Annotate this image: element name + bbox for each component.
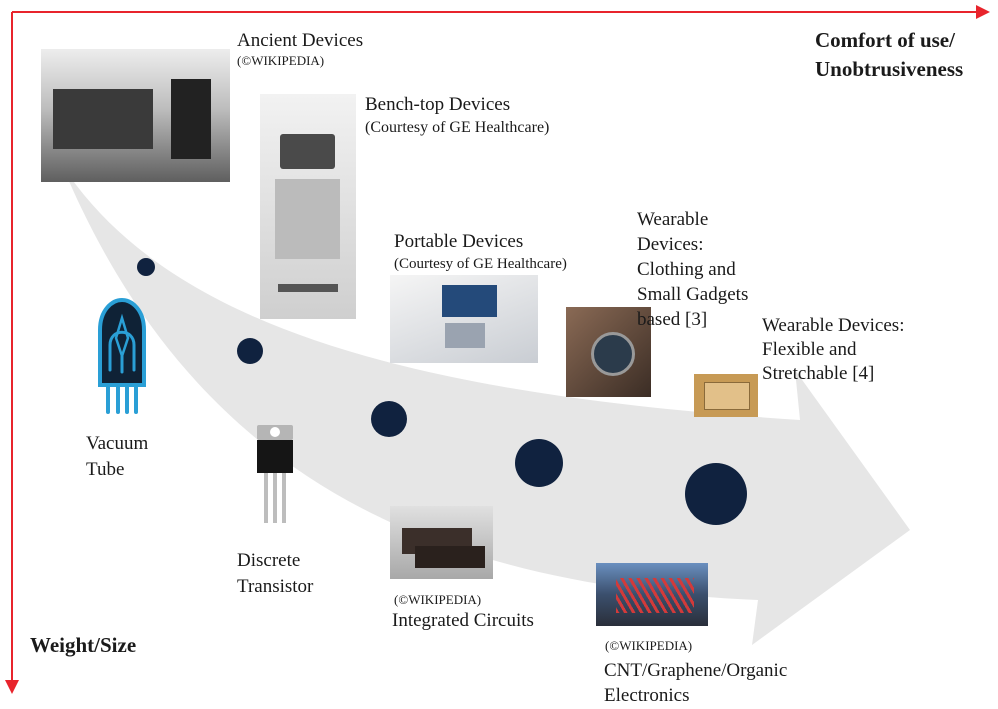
vacuum-tube-label-line1: Vacuum xyxy=(86,433,149,454)
progress-dot-2 xyxy=(237,338,263,364)
transistor-label-line1: Discrete xyxy=(237,550,301,571)
ancient-devices-title: Ancient Devices xyxy=(237,30,364,51)
cnt-label-line1: CNT/Graphene/Organic xyxy=(604,660,788,681)
wearable-gadgets-line4: Small Gadgets xyxy=(637,284,749,305)
portable-device-photo xyxy=(390,275,538,363)
portable-title: Portable Devices xyxy=(394,231,524,252)
flexible-device-photo xyxy=(694,374,758,417)
x-axis-arrowhead xyxy=(976,5,990,19)
wearable-flexible-line1: Wearable Devices: xyxy=(762,315,905,336)
progress-dot-1 xyxy=(137,258,155,276)
x-axis-label-line2: Unobtrusiveness xyxy=(815,57,964,81)
cnt-label-line2: Electronics xyxy=(604,685,690,706)
vacuum-tube-label-line2: Tube xyxy=(86,459,125,480)
progress-dot-4 xyxy=(515,439,563,487)
progress-dot-3 xyxy=(371,401,407,437)
cnt-graphene-photo xyxy=(596,563,708,626)
ic-title: Integrated Circuits xyxy=(392,610,534,631)
wearable-gadgets-line3: Clothing and xyxy=(637,259,736,280)
bench-top-device-photo xyxy=(260,94,356,319)
evolution-arrow xyxy=(62,165,910,645)
integrated-circuit-photo xyxy=(390,506,493,579)
ancient-devices-credit: (©WIKIPEDIA) xyxy=(237,53,325,68)
wearable-gadgets-line2: Devices: xyxy=(637,234,704,255)
wearable-gadgets-line5: based [3] xyxy=(637,309,708,330)
transistor-icon xyxy=(257,425,293,523)
bench-top-title: Bench-top Devices xyxy=(365,94,511,115)
vacuum-tube-icon xyxy=(98,297,146,414)
wearable-gadgets-line1: Wearable xyxy=(637,209,709,230)
y-axis-arrowhead xyxy=(5,680,19,694)
cnt-credit: (©WIKIPEDIA) xyxy=(605,638,693,653)
transistor-label-line2: Transistor xyxy=(237,576,314,597)
ic-credit: (©WIKIPEDIA) xyxy=(394,592,482,607)
wearable-flexible-line3: Stretchable [4] xyxy=(762,363,875,384)
portable-credit: (Courtesy of GE Healthcare) xyxy=(394,256,567,272)
wearable-flexible-line2: Flexible and xyxy=(762,339,857,360)
x-axis-label-line1: Comfort of use/ xyxy=(815,28,955,52)
smartwatch-photo xyxy=(566,307,651,397)
ancient-device-photo xyxy=(41,49,230,182)
y-axis-label: Weight/Size xyxy=(30,633,137,657)
bench-top-credit: (Courtesy of GE Healthcare) xyxy=(365,119,550,136)
progress-dot-5 xyxy=(685,463,747,525)
